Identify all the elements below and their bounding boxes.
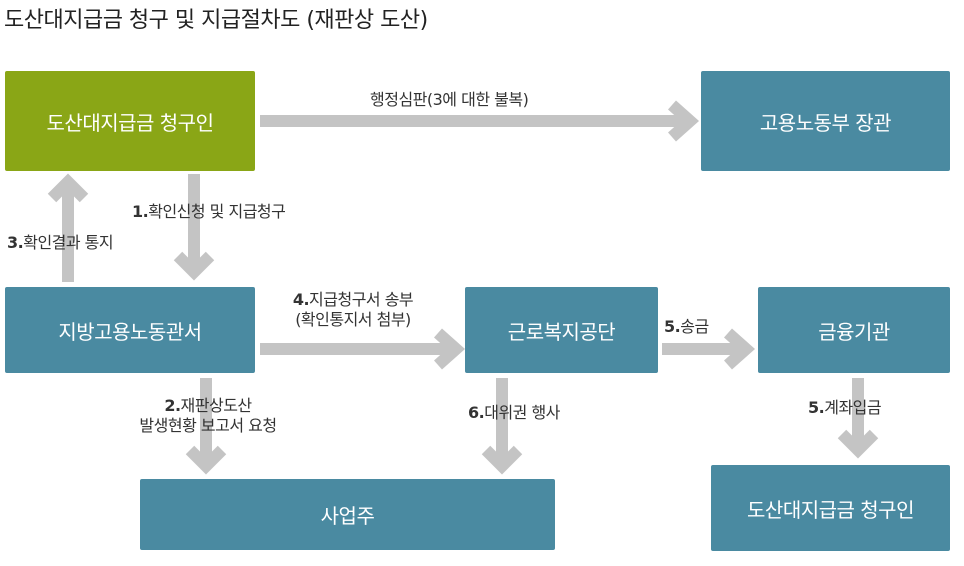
label-step1-num: 1. — [132, 202, 149, 221]
arrow-step1 — [173, 174, 215, 281]
arrow-step5b — [837, 378, 879, 459]
label-step6-text: 대위권 행사 — [484, 403, 560, 422]
arrow-step6 — [481, 378, 523, 475]
arrow-step4 — [260, 328, 466, 370]
box-minister: 고용노동부 장관 — [701, 71, 950, 171]
label-step2-text: 재판상도산 — [180, 396, 253, 415]
label-step5a: 5.송금 — [664, 317, 709, 337]
label-step4-num: 4. — [292, 290, 310, 309]
label-step6-num: 6. — [468, 403, 485, 422]
box-welfare-corp-label: 근로복지공단 — [507, 319, 616, 344]
label-step1-text: 확인신청 및 지급청구 — [148, 202, 286, 221]
label-step3-num: 3. — [7, 233, 24, 252]
label-appeal: 행정심판(3에 대한 불복) — [370, 90, 529, 109]
label-step5a-num: 5. — [664, 317, 681, 336]
label-step5b-num: 5. — [808, 398, 825, 417]
label-step2-line2: 발생현황 보고서 요청 — [139, 416, 277, 435]
arrow-step2 — [185, 378, 227, 475]
label-step5a-text: 송금 — [680, 317, 709, 336]
box-claimant-bottom: 도산대지급금 청구인 — [711, 465, 950, 551]
box-claimant-bottom-label: 도산대지급금 청구인 — [747, 497, 914, 522]
arrow-step3 — [47, 173, 89, 282]
box-district-office-label: 지방고용노동관서 — [58, 319, 202, 344]
label-step3: 3.확인결과 통지 — [7, 233, 114, 253]
label-step2-num: 2. — [164, 396, 181, 415]
arrow-appeal — [260, 100, 700, 142]
box-claimant-top-label: 도산대지급금 청구인 — [46, 110, 214, 135]
box-district-office: 지방고용노동관서 — [5, 287, 255, 373]
box-employer-label: 사업주 — [320, 504, 375, 528]
box-employer: 사업주 — [140, 479, 555, 550]
box-minister-label: 고용노동부 장관 — [759, 110, 892, 135]
label-step4: 4.지급청구서 송부 (확인통지서 첨부) — [268, 290, 438, 330]
box-welfare-corp: 근로복지공단 — [465, 287, 658, 373]
page-title: 도산대지급금 청구 및 지급절차도 (재판상 도산) — [4, 8, 428, 33]
label-step2: 2.재판상도산 발생현황 보고서 요청 — [108, 396, 308, 436]
box-bank-label: 금융기관 — [818, 319, 890, 344]
box-claimant-top: 도산대지급금 청구인 — [5, 71, 255, 171]
label-step5b-text: 계좌입금 — [824, 398, 882, 417]
label-step1: 1.확인신청 및 지급청구 — [132, 202, 286, 222]
box-bank: 금융기관 — [758, 287, 950, 373]
label-step5b: 5.계좌입금 — [808, 398, 882, 418]
arrow-step5a — [662, 328, 756, 370]
label-step6: 6.대위권 행사 — [468, 403, 560, 423]
label-step4-text: 지급청구서 송부 — [309, 290, 414, 309]
label-step3-text: 확인결과 통지 — [23, 233, 114, 252]
label-step4-line2: (확인통지서 첨부) — [295, 310, 411, 329]
